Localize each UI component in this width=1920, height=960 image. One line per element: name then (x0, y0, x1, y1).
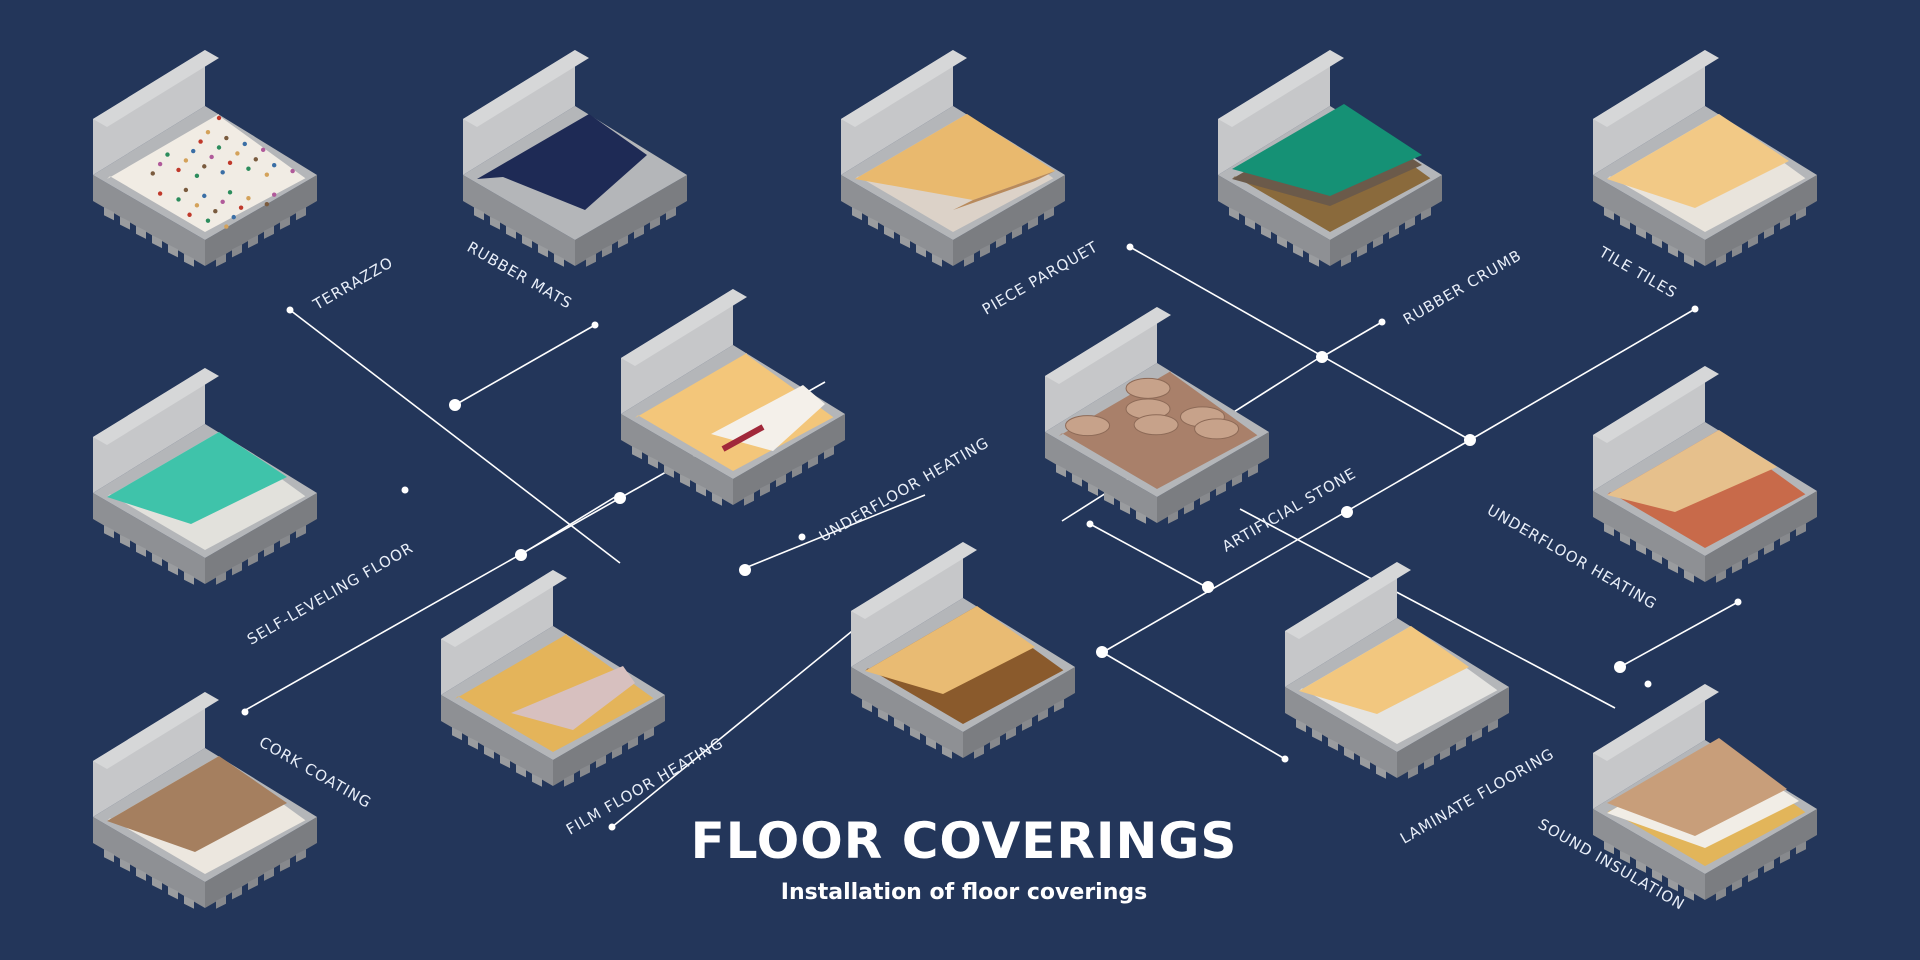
connector-line (1619, 601, 1739, 668)
artificial-stone-illustration (1045, 307, 1269, 524)
connector-line (1321, 321, 1383, 358)
tile-tiles-illustration (1593, 50, 1817, 267)
terrazzo-illustration (93, 50, 317, 267)
page-title: FLOOR COVERINGS (690, 812, 1238, 870)
connector-line (289, 309, 621, 564)
piece-parquet-illustration (841, 50, 1065, 267)
cork-coating-illustration (93, 692, 317, 909)
laminate-flooring-illustration (1285, 562, 1509, 779)
junction-node (1202, 581, 1214, 593)
connector-line (744, 494, 926, 569)
connector-line (1101, 651, 1286, 760)
endpoint-dot (1644, 680, 1652, 688)
junction-node (1316, 351, 1328, 363)
tile-tile-tiles (1585, 48, 1825, 278)
junction-node (1614, 661, 1626, 673)
junction-node (1096, 646, 1108, 658)
connector-line (1104, 439, 1471, 652)
connector-line (1239, 508, 1616, 709)
endpoint-dot (1734, 598, 1742, 606)
tile-sound-insulation (1585, 682, 1825, 912)
tile-cork-coating (85, 690, 325, 920)
underfloor-heating-1-illustration (621, 289, 845, 506)
tile-center-parquet (843, 540, 1083, 770)
connector-line (1129, 246, 1471, 441)
tile-rubber-mats (455, 48, 695, 278)
film-floor-heating-illustration (441, 570, 665, 787)
tile-film-floor-heating (433, 568, 673, 798)
endpoint-dot (401, 486, 409, 494)
endpoint-dot (286, 306, 294, 314)
endpoint-dot (798, 533, 806, 541)
endpoint-dot (1281, 755, 1289, 763)
underfloor-heating-2-illustration (1593, 366, 1817, 583)
connector-line (454, 324, 596, 406)
sound-insulation-illustration (1593, 684, 1817, 901)
junction-node (1341, 506, 1353, 518)
junction-node (739, 564, 751, 576)
endpoint-dot (591, 321, 599, 329)
tile-self-leveling-floor (85, 366, 325, 596)
junction-node (515, 549, 527, 561)
endpoint-dot (1691, 305, 1699, 313)
page-subtitle: Installation of floor coverings (780, 880, 1148, 905)
endpoint-dot (1086, 520, 1094, 528)
tile-rubber-crumb (1210, 48, 1450, 278)
connector-line (611, 622, 863, 828)
tile-piece-parquet (833, 48, 1073, 278)
rubber-mats-illustration (463, 50, 687, 267)
junction-node (1464, 434, 1476, 446)
rubber-crumb-illustration (1218, 50, 1442, 267)
tile-laminate-flooring (1277, 560, 1517, 790)
junction-node (449, 399, 461, 411)
center-parquet-illustration (851, 542, 1075, 759)
tile-underfloor-heating-1 (613, 287, 853, 517)
endpoint-dot (1378, 318, 1386, 326)
self-leveling-floor-illustration (93, 368, 317, 585)
endpoint-dot (241, 708, 249, 716)
tile-terrazzo (85, 48, 325, 278)
connector-line (1469, 308, 1696, 441)
connector-line (1089, 523, 1211, 590)
endpoint-dot (608, 823, 616, 831)
junction-node (614, 492, 626, 504)
endpoint-dot (1126, 243, 1134, 251)
tile-artificial-stone (1037, 305, 1277, 535)
tile-underfloor-heating-2 (1585, 364, 1825, 594)
